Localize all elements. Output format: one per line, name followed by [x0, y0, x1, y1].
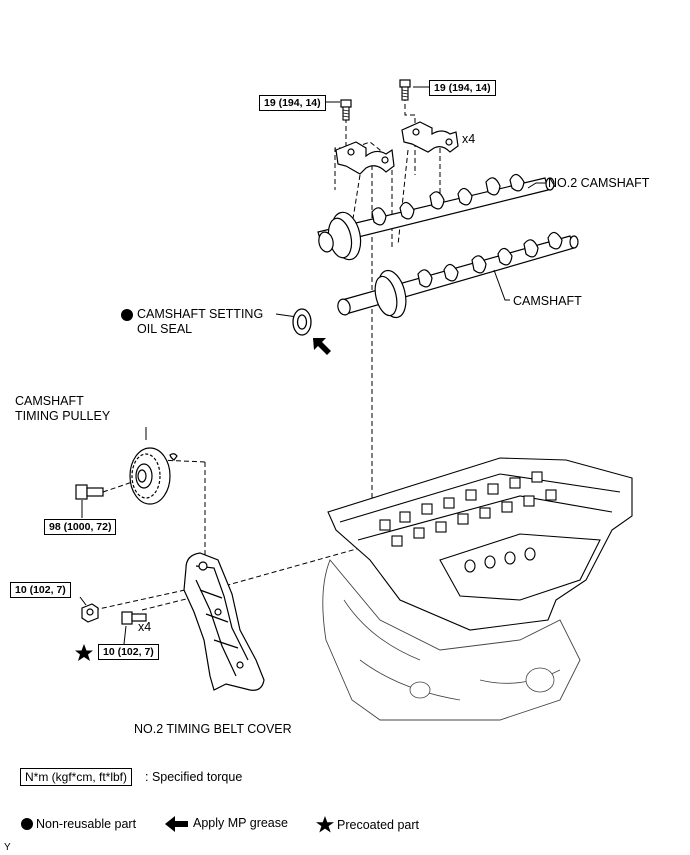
label-x4-caps: x4: [462, 132, 476, 146]
cylinder-head: [322, 457, 633, 721]
left-arrow-icon: [165, 816, 188, 832]
star-icon: [75, 644, 93, 661]
label-no2-camshaft: NO.2 CAMSHAFT: [548, 176, 650, 190]
filled-circle-icon: [21, 818, 33, 830]
legend-precoated: Precoated part: [337, 818, 419, 832]
torque-box-cover-nut: 10 (102, 7): [10, 582, 71, 598]
bearing-cap-left: [335, 141, 395, 175]
torque-leaders: [79, 86, 429, 645]
bearing-cap-right: [401, 121, 459, 153]
torque-box-cover-bolts: 10 (102, 7): [98, 644, 159, 660]
oil-seal: [292, 308, 312, 336]
cap-bolt-left: [340, 99, 352, 121]
no2-timing-belt-cover: [183, 552, 265, 691]
filled-circle-icon: [121, 309, 133, 321]
torque-box-cap-left: 19 (194, 14): [259, 95, 326, 111]
camshaft: [337, 231, 579, 319]
label-belt-cover: NO.2 TIMING BELT COVER: [134, 722, 292, 736]
label-oil-seal: CAMSHAFT SETTING OIL SEAL: [137, 307, 264, 336]
cover-bolt: [121, 611, 147, 625]
label-camshaft: CAMSHAFT: [513, 294, 582, 308]
torque-box-pulley: 98 (1000, 72): [44, 519, 117, 535]
legend-torque-unit: N*m (kgf*cm, ft*lbf): [20, 768, 133, 786]
legend-mp-grease: Apply MP grease: [193, 816, 288, 830]
footer-code: Y: [4, 842, 11, 853]
legend-non-reusable: Non-reusable part: [36, 817, 137, 831]
pulley-bolt: [75, 484, 104, 500]
label-x4-bolts: x4: [138, 620, 152, 634]
star-icon: [316, 816, 334, 833]
no2-camshaft: [317, 173, 555, 261]
label-timing-pulley: CAMSHAFT TIMING PULLEY: [15, 394, 111, 423]
legend-torque-desc: : Specified torque: [145, 770, 243, 784]
torque-box-cap-right: 19 (194, 14): [429, 80, 496, 96]
mp-grease-arrow-icon: [313, 338, 331, 355]
cap-bolt-right: [399, 79, 411, 101]
camshaft-timing-pulley: [129, 447, 178, 505]
cover-nut: [81, 603, 99, 623]
